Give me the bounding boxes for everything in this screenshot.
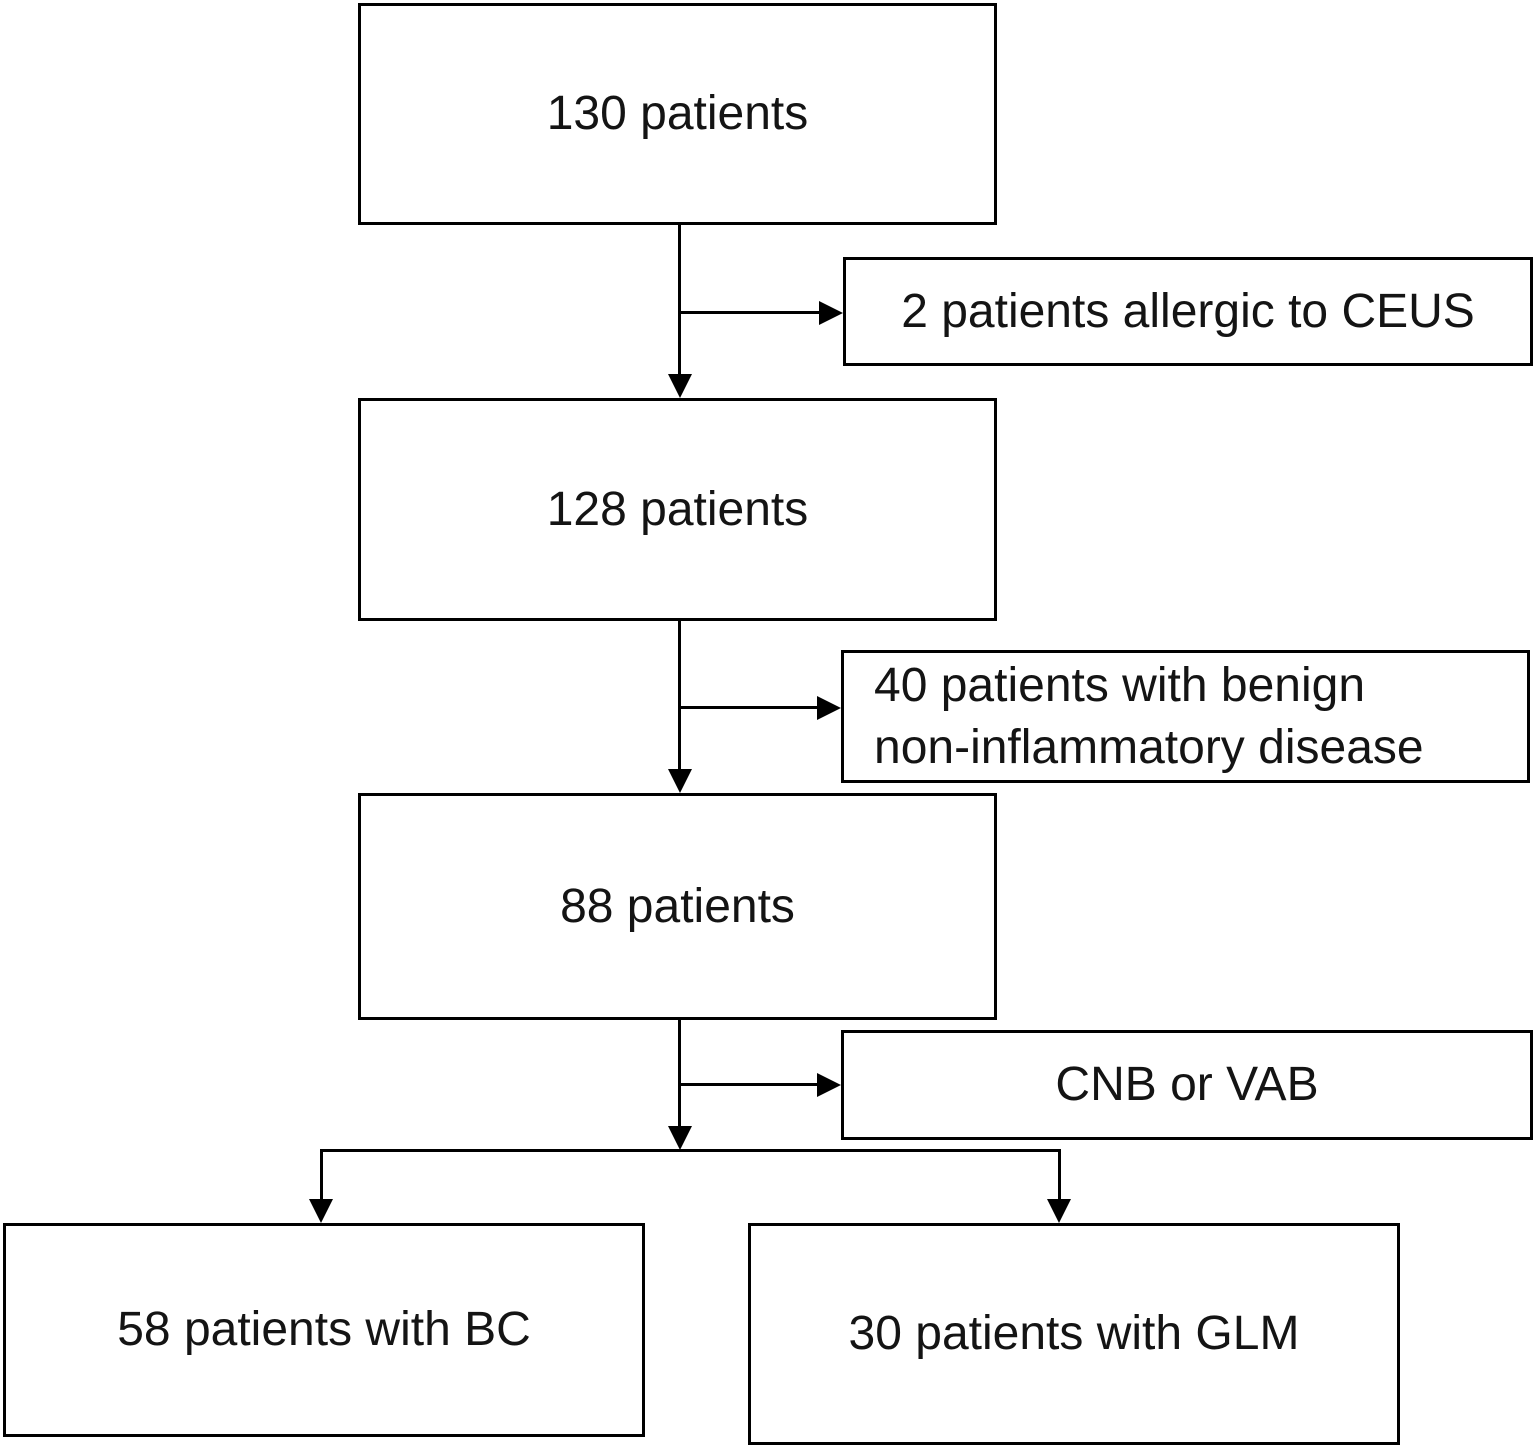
connector-128-to-88	[678, 621, 681, 771]
connector-88-to-split	[678, 1020, 681, 1128]
node-128-patients: 128 patients	[358, 398, 997, 621]
node-biopsy: CNB or VAB	[841, 1030, 1533, 1140]
arrowhead-right-icon	[819, 301, 843, 325]
arrowhead-right-icon	[817, 696, 841, 720]
arrowhead-right-icon	[817, 1073, 841, 1097]
arrowhead-down-icon	[668, 1126, 692, 1150]
node-outcome-bc-label: 58 patients with BC	[117, 1303, 531, 1356]
arrowhead-down-icon	[1047, 1199, 1071, 1223]
node-outcome-glm-label: 30 patients with GLM	[848, 1307, 1300, 1360]
node-88-patients-label: 88 patients	[560, 879, 795, 933]
branch-to-allergic	[680, 311, 822, 314]
node-outcome-glm: 30 patients with GLM	[748, 1223, 1400, 1445]
node-biopsy-label: CNB or VAB	[1055, 1058, 1319, 1111]
arrowhead-down-icon	[668, 769, 692, 793]
node-88-patients: 88 patients	[358, 793, 997, 1020]
connector-split-to-bc	[320, 1150, 323, 1202]
node-total-patients-label: 130 patients	[546, 87, 809, 140]
node-excluded-benign-line2: non-inflammatory disease	[874, 720, 1424, 774]
node-excluded-allergic-label: 2 patients allergic to CEUS	[901, 284, 1475, 338]
node-outcome-bc: 58 patients with BC	[3, 1223, 645, 1437]
branch-to-biopsy	[680, 1083, 818, 1086]
arrowhead-down-icon	[309, 1199, 333, 1223]
connector-total-to-128	[678, 225, 681, 377]
connector-split-to-glm	[1058, 1150, 1061, 1202]
branch-to-benign	[680, 706, 818, 709]
split-bar	[320, 1149, 1061, 1152]
arrowhead-down-icon	[668, 374, 692, 398]
node-128-patients-label: 128 patients	[546, 482, 809, 536]
node-excluded-benign-line1: 40 patients with benign	[874, 658, 1366, 712]
node-excluded-allergic: 2 patients allergic to CEUS	[843, 257, 1533, 366]
node-total-patients: 130 patients	[358, 3, 997, 225]
node-excluded-benign: 40 patients with benign non-inflammatory…	[841, 650, 1530, 783]
